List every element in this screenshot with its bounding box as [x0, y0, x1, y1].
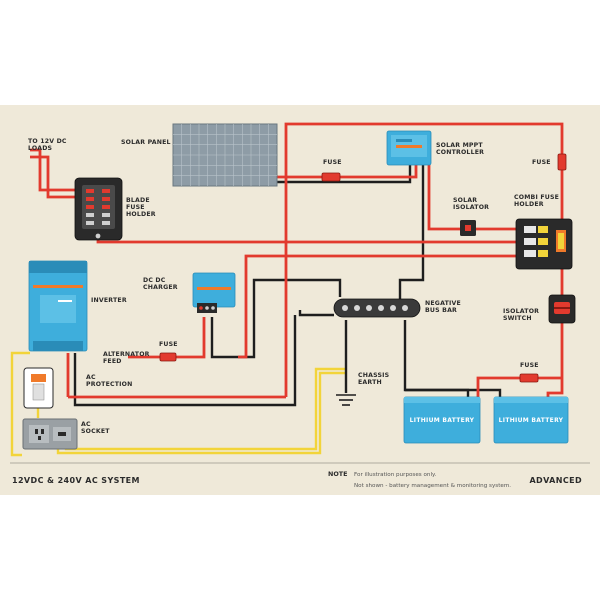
- pos-wire-dcdc-to-combi: [238, 254, 522, 359]
- pos-wire-loads-2: [30, 155, 75, 199]
- fuse-battery: [519, 373, 539, 383]
- battery-1: [403, 396, 481, 444]
- label-alternator-feed: ALTERNATOR FEED: [103, 351, 152, 365]
- label-chassis-earth: CHASSIS EARTH: [358, 372, 392, 386]
- blade-fuse-holder: [74, 177, 123, 241]
- pos-wire-mppt-to-isolator: [427, 163, 462, 231]
- pos-wire-alternator: [128, 317, 206, 359]
- label-battery-1: LITHIUM BATTERY: [410, 417, 475, 424]
- label-ac-socket: AC SOCKET: [81, 421, 110, 435]
- label-fuse-right: FUSE: [532, 159, 551, 166]
- footer-note-heading: NOTE: [328, 470, 348, 478]
- label-blade-fuse-holder: BLADE FUSE HOLDER: [126, 197, 156, 218]
- label-battery-2: LITHIUM BATTERY: [499, 417, 564, 424]
- label-solar-panel: SOLAR PANEL: [121, 139, 171, 146]
- battery-2: [493, 396, 569, 444]
- label-to-12v-dc-loads: TO 12V DC LOADS: [28, 138, 69, 152]
- footer-note-line-2: Not shown - battery management & monitor…: [354, 483, 511, 489]
- footer-note-line-1: For illustration purposes only.: [354, 472, 437, 478]
- label-solar-mppt-controller: SOLAR MPPT CONTROLLER: [436, 142, 485, 156]
- label-fuse-battery: FUSE: [520, 362, 539, 369]
- combi-fuse-holder: [515, 218, 573, 270]
- ac-socket: [22, 418, 78, 450]
- pos-wire-loads-1: [30, 148, 75, 192]
- negative-wires: [73, 163, 502, 407]
- label-fuse-alternator: FUSE: [159, 341, 178, 348]
- pos-wire-isolator-to-battery: [546, 321, 564, 397]
- neg-wire-dcdc-to-busbar: [210, 278, 342, 359]
- neg-wire-inverter-to-busbar: [73, 315, 297, 407]
- footer-level: ADVANCED: [529, 476, 582, 485]
- neg-wire-mppt-to-busbar: [398, 163, 425, 301]
- label-ac-protection: AC PROTECTION: [86, 374, 133, 388]
- label-combi-fuse-holder: COMBI FUSE HOLDER: [514, 194, 561, 208]
- diagram-canvas: TO 12V DC LOADS SOLAR PANEL FUSE SOLAR M…: [0, 105, 600, 495]
- ac-wire-inverter-to-protection: [10, 351, 30, 457]
- neg-wire-solar-panel: [276, 163, 412, 184]
- label-negative-bus-bar: NEGATIVE BUS BAR: [425, 300, 463, 314]
- neg-wire-busbar-to-fuseholder: [298, 310, 334, 317]
- isolator-switch: [548, 294, 576, 324]
- solar-mppt-controller: [386, 130, 432, 166]
- neg-wire-busbar-to-battery-1: [403, 320, 470, 397]
- fuse-solar: [321, 172, 341, 182]
- dc-dc-charger: [192, 272, 236, 313]
- fuse-main-right: [557, 153, 567, 171]
- inline-fuses: [159, 153, 567, 383]
- footer-title: 12VDC & 240V AC SYSTEM: [12, 476, 140, 485]
- pos-wire-blade-to-combi: [96, 239, 522, 244]
- label-fuse-top: FUSE: [323, 159, 342, 166]
- solar-panel: [172, 123, 278, 187]
- label-solar-isolator: SOLAR ISOLATOR: [453, 197, 489, 211]
- fuse-alternator: [159, 352, 177, 362]
- pos-wire-main-loop: [284, 122, 564, 397]
- solar-isolator: [460, 220, 476, 236]
- negative-bus-bar: [333, 298, 421, 318]
- inverter: [28, 260, 88, 352]
- label-isolator-switch: ISOLATOR SWITCH: [503, 308, 541, 322]
- ac-protection: [23, 367, 54, 409]
- chassis-earth-symbol: [336, 394, 356, 406]
- neg-wire-battery-link: [405, 388, 502, 397]
- wiring-diagram: TO 12V DC LOADS SOLAR PANEL FUSE SOLAR M…: [10, 122, 590, 489]
- label-inverter: INVERTER: [91, 297, 127, 304]
- label-dc-dc-charger: DC DC CHARGER: [143, 277, 178, 291]
